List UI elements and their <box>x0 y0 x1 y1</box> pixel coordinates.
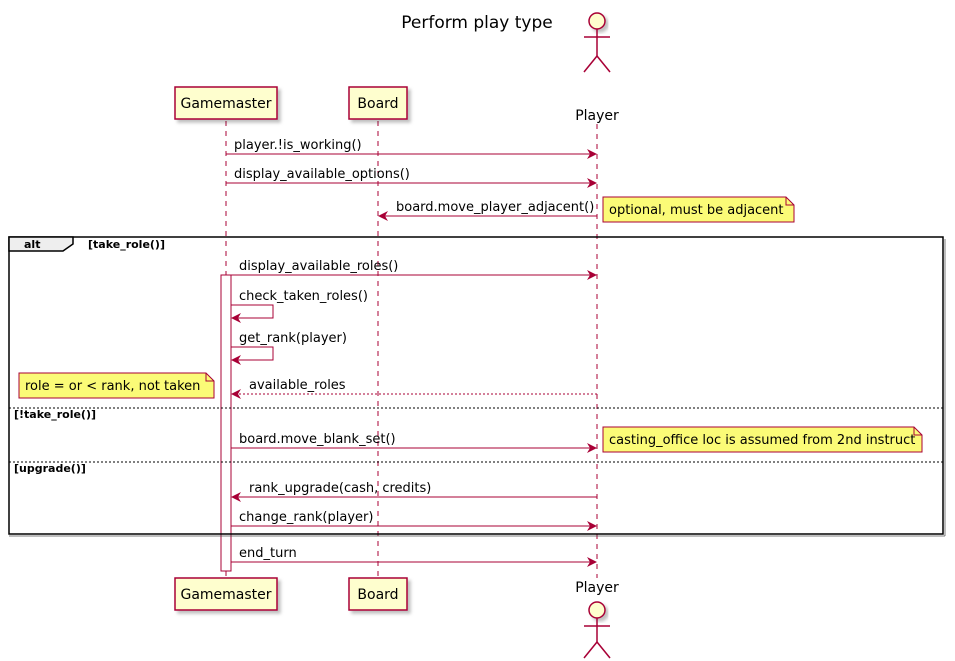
note-casting-office: casting_office loc is assumed from 2nd i… <box>602 426 923 453</box>
participant-label: Board <box>357 587 398 603</box>
message-label: player.!is_working() <box>234 138 362 153</box>
message-arrow-self <box>231 304 274 323</box>
participant-label: Board <box>357 96 398 112</box>
actor-player-top: Player <box>575 12 619 124</box>
message-label: check_taken_roles() <box>239 289 368 304</box>
message-label: display_available_roles() <box>239 259 398 274</box>
note-optional-adjacent: optional, must be adjacent <box>602 196 795 223</box>
actor-icon <box>588 601 606 619</box>
participant-board-top: Board <box>348 86 408 120</box>
message-label: display_available_options() <box>234 167 410 182</box>
note-text: optional, must be adjacent <box>609 203 784 218</box>
alt-guard: [!take_role()] <box>14 408 96 421</box>
alt-fragment: alt [take_role()] [!take_role()] [upgrad… <box>8 236 946 537</box>
diagram-title: Perform play type <box>401 13 553 33</box>
message-label: board.move_blank_set() <box>239 432 396 447</box>
alt-keyword: alt <box>24 238 40 251</box>
note-text: casting_office loc is assumed from 2nd i… <box>609 433 915 448</box>
message-label: available_roles <box>249 378 346 393</box>
message-label: board.move_player_adjacent() <box>396 200 594 215</box>
participant-label: Gamemaster <box>180 96 271 112</box>
note-role-rank: role = or < rank, not taken <box>18 372 215 399</box>
message-arrow-self <box>231 346 274 365</box>
participant-label: Player <box>575 580 619 596</box>
participant-gamemaster-top: Gamemaster <box>174 86 278 120</box>
message-label: end_turn <box>239 546 297 561</box>
participant-label: Player <box>575 108 619 124</box>
participant-label: Gamemaster <box>180 587 271 603</box>
activation-bar-gamemaster <box>220 274 232 572</box>
participant-gamemaster-bottom: Gamemaster <box>174 577 278 611</box>
note-text: role = or < rank, not taken <box>25 379 200 394</box>
alt-guard: [take_role()] <box>88 238 165 251</box>
actor-player-bottom: Player <box>575 580 619 659</box>
actor-icon <box>588 12 606 30</box>
participant-board-bottom: Board <box>348 577 408 611</box>
alt-guard: [upgrade()] <box>14 462 86 475</box>
message-label: get_rank(player) <box>239 331 347 346</box>
message-label: change_rank(player) <box>239 510 373 525</box>
message-label: rank_upgrade(cash, credits) <box>249 481 431 496</box>
